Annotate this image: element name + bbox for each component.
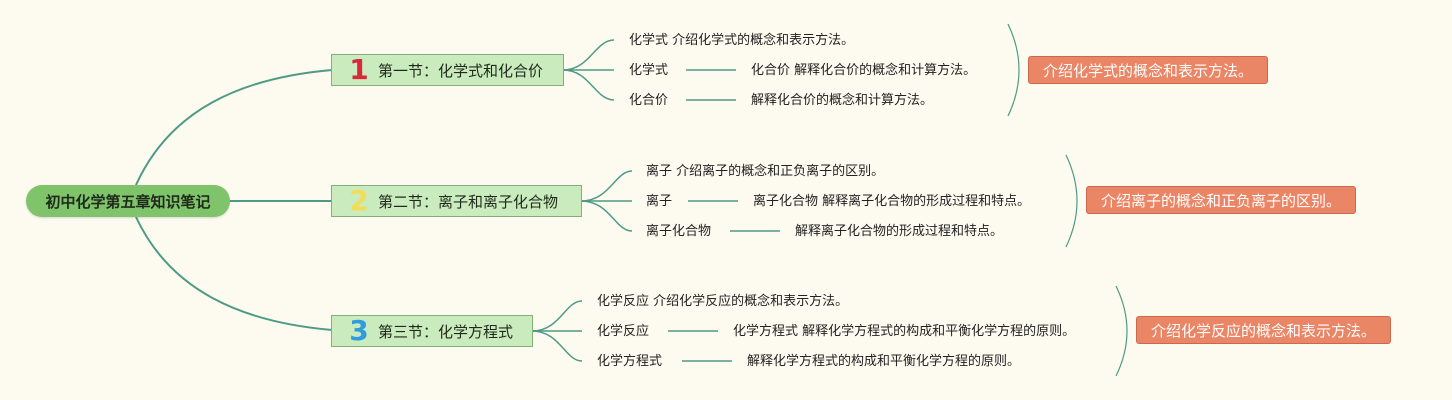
- s2-summary[interactable]: 介绍离子的概念和正负离子的区别。: [1086, 186, 1357, 214]
- s1-item-a-label[interactable]: 化学式: [629, 63, 669, 78]
- s1-summary[interactable]: 介绍化学式的概念和表示方法。: [1028, 56, 1269, 84]
- s1-summary-text: 介绍化学式的概念和表示方法。: [1043, 61, 1254, 80]
- s3-item-1[interactable]: 化学反应 介绍化学反应的概念和表示方法。: [597, 294, 849, 309]
- s2-summary-text: 介绍离子的概念和正负离子的区别。: [1101, 191, 1342, 210]
- s1-item-b-detail[interactable]: 解释化合价的概念和计算方法。: [751, 93, 934, 108]
- s3-item-a-detail[interactable]: 化学方程式 解释化学方程式的构成和平衡化学方程的原则。: [733, 324, 1076, 339]
- s1-branch-3: [562, 69, 615, 101]
- s1-item-1[interactable]: 化学式 介绍化学式的概念和表示方法。: [629, 33, 855, 48]
- s2-branch-1: [580, 170, 633, 202]
- s2-item-b-label[interactable]: 离子化合物: [646, 224, 712, 239]
- s1-branch-1: [562, 39, 615, 71]
- root-to-section-3: [135, 216, 333, 331]
- s2-item-b-detail[interactable]: 解释离子化合物的形成过程和特点。: [795, 224, 1004, 239]
- number-1-icon: 1: [349, 53, 369, 86]
- number-3-icon: 3: [349, 314, 369, 347]
- s2-item-a-label[interactable]: 离子: [646, 194, 673, 209]
- s2-brace: [1065, 154, 1078, 248]
- s2-branch-3: [580, 200, 633, 232]
- section-2-topic[interactable]: 2 第二节：离子和离子化合物: [331, 185, 582, 217]
- s3-branch-1: [531, 300, 583, 332]
- root-topic[interactable]: 初中化学第五章知识笔记: [26, 185, 230, 217]
- s3-item-a-label[interactable]: 化学反应: [597, 324, 650, 339]
- root-to-section-1: [135, 69, 333, 186]
- s3-item-b-label[interactable]: 化学方程式: [597, 354, 663, 369]
- s3-branch-3: [531, 330, 583, 362]
- s2-item-a-detail[interactable]: 离子化合物 解释离子化合物的形成过程和特点。: [753, 194, 1031, 209]
- s3-summary[interactable]: 介绍化学反应的概念和表示方法。: [1136, 316, 1392, 344]
- number-2-icon: 2: [349, 184, 369, 217]
- section-1-title: 第一节：化学式和化合价: [378, 61, 544, 80]
- s2-item-1[interactable]: 离子 介绍离子的概念和正负离子的区别。: [646, 164, 885, 179]
- s3-brace: [1115, 285, 1128, 377]
- root-topic-label: 初中化学第五章知识笔记: [45, 192, 211, 211]
- s3-item-b-detail[interactable]: 解释化学方程式的构成和平衡化学方程的原则。: [747, 354, 1021, 369]
- s1-item-a-detail[interactable]: 化合价 解释化合价的概念和计算方法。: [751, 63, 977, 78]
- section-1-topic[interactable]: 1 第一节：化学式和化合价: [331, 54, 564, 86]
- section-2-title: 第二节：离子和离子化合物: [378, 192, 559, 211]
- section-3-topic[interactable]: 3 第三节：化学方程式: [331, 315, 533, 347]
- s1-item-b-label[interactable]: 化合价: [629, 93, 669, 108]
- s3-summary-text: 介绍化学反应的概念和表示方法。: [1151, 321, 1377, 340]
- section-3-title: 第三节：化学方程式: [378, 322, 514, 341]
- s1-brace: [1007, 23, 1020, 117]
